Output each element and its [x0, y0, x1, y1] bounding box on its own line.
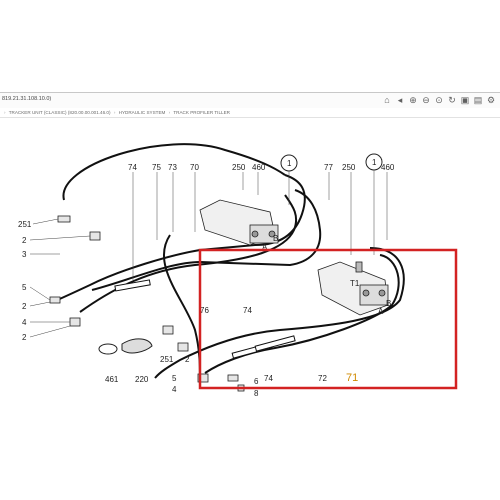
fitting-4	[69, 317, 81, 327]
port-label-b-lower: B	[386, 299, 391, 308]
clamp-220[interactable]	[121, 338, 153, 354]
fitting-2d	[177, 342, 189, 352]
label-73: 73	[168, 163, 177, 172]
label-461: 461	[105, 375, 119, 384]
cylinder-assembly-upper	[199, 199, 279, 246]
port-label-a-lower: A	[378, 307, 384, 316]
label-77: 77	[324, 163, 333, 172]
sleeve-74	[114, 279, 151, 292]
bottom-area	[0, 402, 500, 500]
label-250b: 250	[342, 163, 356, 172]
fitting-2c	[162, 325, 174, 335]
port-label-a-upper: A	[262, 243, 268, 252]
breadcrumb-item-hydraulic-system[interactable]: HYDRAULIC SYSTEM	[118, 110, 166, 115]
cylinder-assembly-lower	[317, 261, 389, 316]
settings-icon[interactable]: ⚙	[486, 95, 496, 105]
fitting-5b	[197, 373, 209, 383]
refresh-icon[interactable]: ↻	[448, 95, 456, 105]
leader-2a	[29, 235, 91, 241]
label-75: 75	[152, 163, 161, 172]
label-1a: 1	[287, 159, 292, 168]
label-71[interactable]: 71	[346, 372, 358, 384]
zoom-in-icon[interactable]: ⊕	[409, 95, 417, 105]
sleeve-74c	[254, 335, 296, 352]
fitting-lower	[362, 289, 370, 297]
port-label-t1: T1	[350, 279, 360, 288]
export-icon[interactable]: ▤	[473, 95, 483, 105]
breadcrumb: › TRACKER UNIT (CLASSIC) (820.00.00.001.…	[0, 108, 500, 118]
parts-diagram: 74 75 73 70 250 460 1 77 250 1 460 251 2…	[18, 143, 458, 398]
label-6: 6	[254, 377, 259, 386]
label-2b: 2	[22, 302, 27, 311]
label-8: 8	[254, 389, 259, 398]
leader-5a	[29, 286, 51, 301]
back-icon[interactable]: ◂	[397, 95, 403, 105]
hose-73[interactable]	[62, 143, 286, 201]
breadcrumb-separator: ›	[4, 110, 6, 115]
fitting-251	[57, 215, 71, 223]
fitting-6	[227, 374, 239, 382]
hose-72[interactable]	[154, 247, 405, 379]
leader-251a	[32, 218, 59, 225]
label-70: 70	[190, 163, 199, 172]
label-2c: 2	[22, 333, 27, 342]
label-250a: 250	[232, 163, 246, 172]
label-460b: 460	[381, 163, 395, 172]
label-5a: 5	[22, 283, 27, 292]
fitting-upper	[251, 230, 259, 238]
breadcrumb-separator: ›	[168, 110, 171, 115]
label-4a: 4	[22, 318, 27, 327]
breadcrumb-item-tracker-unit[interactable]: TRACKER UNIT (CLASSIC) (820.00.00.001.46…	[8, 110, 111, 115]
label-251a: 251	[18, 220, 32, 229]
fitting-2a	[89, 231, 101, 241]
fitting-5	[49, 296, 61, 304]
label-74c: 74	[264, 374, 273, 383]
toolbar: ⌂ ◂ ⊕ ⊖ ⊙ ↻ ▣ ▤ ⚙	[382, 95, 496, 105]
label-76: 76	[200, 306, 209, 315]
label-2a: 2	[22, 236, 27, 245]
label-5b: 5	[172, 374, 177, 383]
label-1b: 1	[372, 158, 377, 167]
valve-block-upper	[249, 224, 279, 244]
label-3: 3	[22, 250, 27, 259]
label-460a: 460	[252, 163, 266, 172]
leader-2c	[29, 325, 71, 338]
part-code: 819.21.31.108.10.0)	[2, 96, 52, 102]
label-74a: 74	[128, 163, 137, 172]
hose-sleeves	[114, 279, 296, 359]
highlight-selection-box[interactable]	[198, 248, 458, 390]
breadcrumb-item-track-profiler-tiller[interactable]: TRACK PROFILER TILLER	[173, 110, 230, 115]
fitting-upper-2	[268, 230, 276, 238]
hose-lines	[54, 143, 405, 386]
zoom-out-icon[interactable]: ⊖	[422, 95, 430, 105]
image-icon[interactable]: ▣	[460, 95, 470, 105]
breadcrumb-separator: ›	[113, 110, 116, 115]
home-icon[interactable]: ⌂	[384, 95, 390, 105]
label-2d: 2	[185, 355, 190, 364]
left-fittings	[49, 215, 245, 392]
leader-2b	[29, 301, 51, 307]
label-4b: 4	[172, 385, 177, 394]
label-220: 220	[135, 375, 149, 384]
label-251b: 251	[160, 355, 174, 364]
fitting-lower-2	[378, 289, 386, 297]
port-label-b-upper: B	[273, 234, 278, 243]
clamp-461[interactable]	[98, 343, 118, 355]
label-74b: 74	[243, 306, 252, 315]
leader-lines	[29, 170, 388, 338]
zoom-fit-icon[interactable]: ⊙	[435, 95, 443, 105]
clamps	[98, 338, 153, 355]
label-72: 72	[318, 374, 327, 383]
fitting-250-lower	[355, 261, 363, 273]
hose-75[interactable]	[91, 189, 322, 291]
